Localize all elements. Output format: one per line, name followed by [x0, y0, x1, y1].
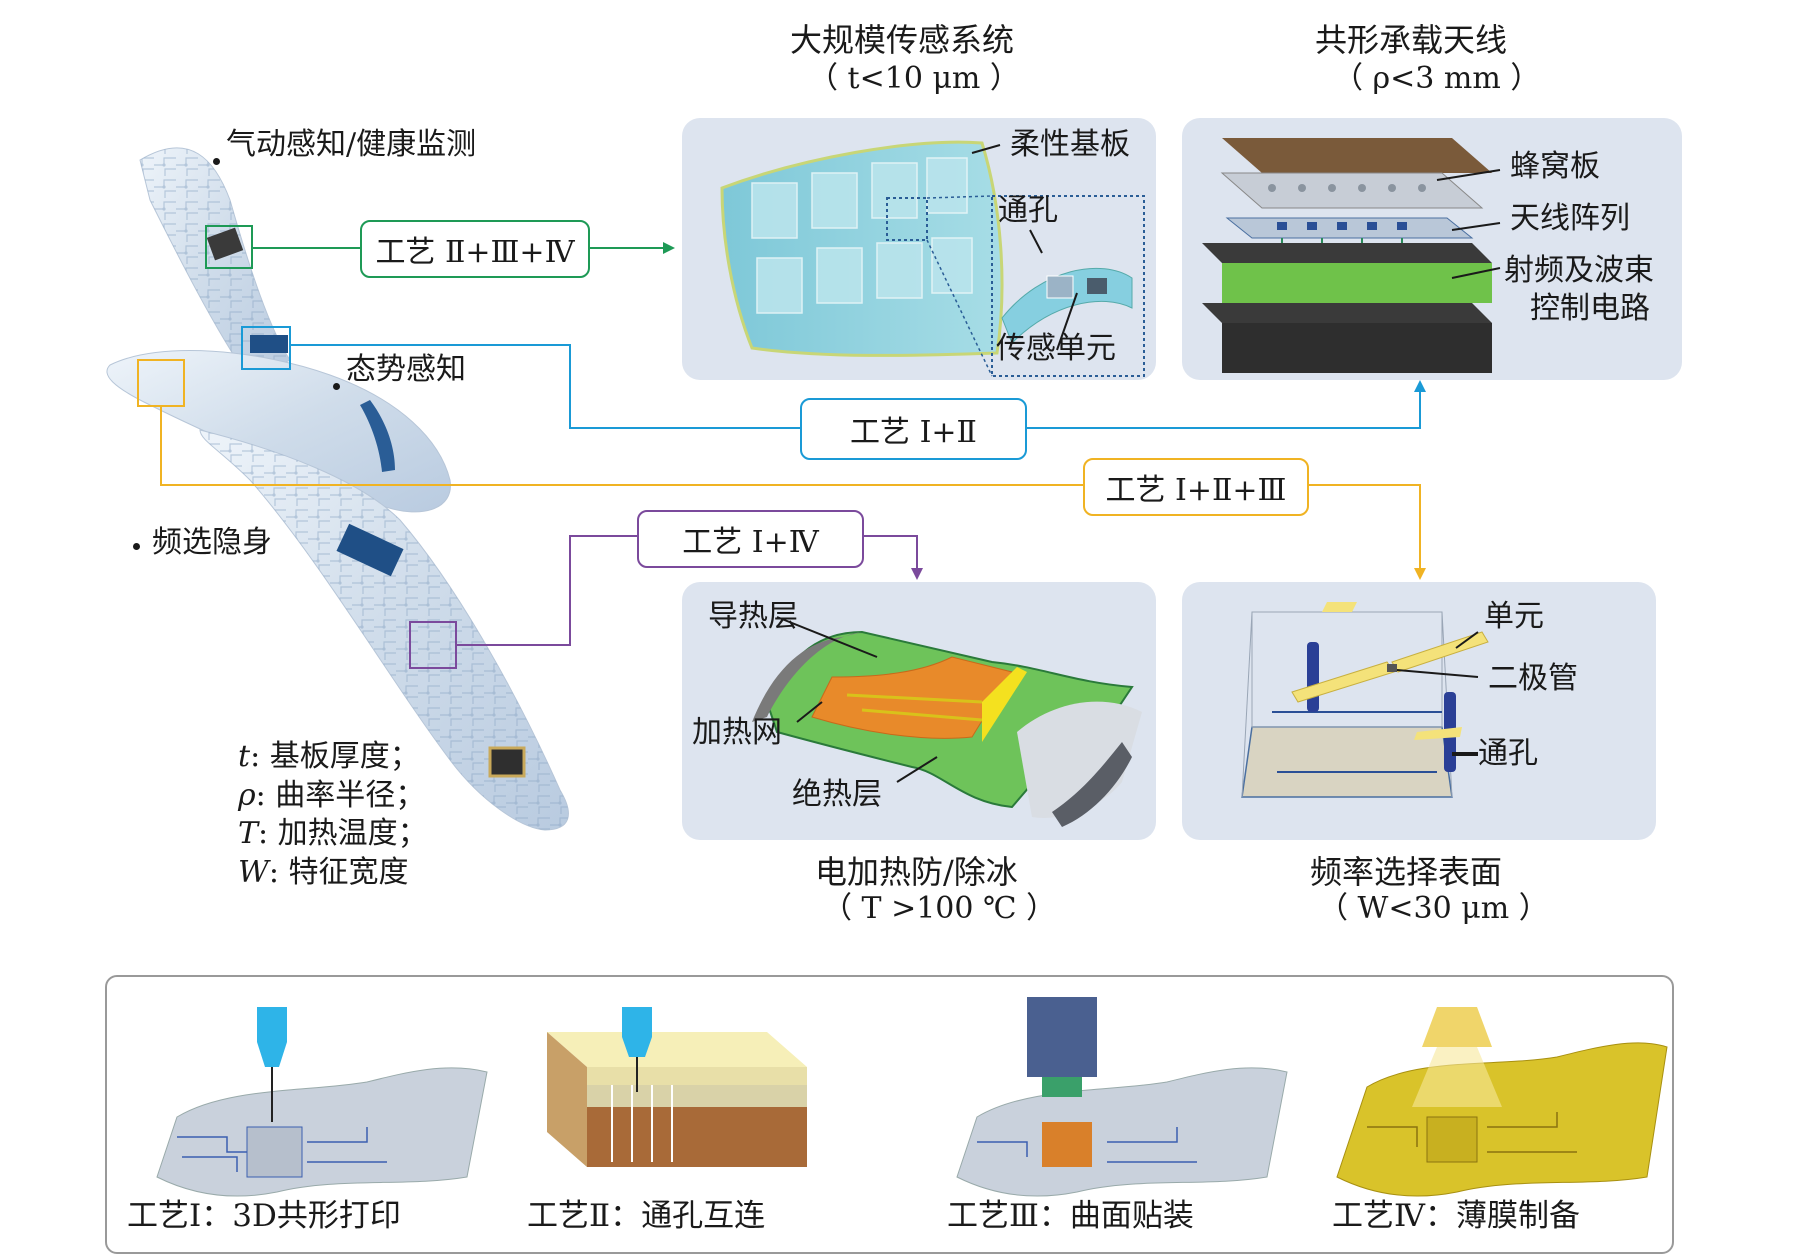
label-insulation-layer: 绝热层 — [792, 777, 882, 812]
label-conduct-layer: 导热层 — [708, 599, 798, 634]
antenna-panel: 蜂窝板 天线阵列 射频及波束 控制电路 — [1182, 118, 1682, 380]
deicing-title: 电加热防/除冰 — [815, 853, 1018, 891]
antenna-illustration — [1202, 138, 1501, 373]
legend-symbol: ρ — [238, 777, 256, 813]
legend-item: ρ: 曲率半径； — [238, 777, 428, 814]
legend: t: 基板厚度； ρ: 曲率半径； T: 加热温度； W: 特征宽度 — [238, 739, 428, 891]
process-1-label: 工艺Ⅰ：3D共形打印 — [127, 1198, 401, 1234]
label-sensing-unit: 传感单元 — [996, 331, 1116, 366]
fss-title: 频率选择表面 — [1310, 853, 1503, 891]
legend-symbol: T — [238, 816, 259, 851]
process-box-234: 工艺 Ⅱ+Ⅲ+Ⅳ — [360, 220, 590, 278]
fss-panel: 单元 二极管 通孔 — [1182, 582, 1656, 840]
fss-illustration — [1241, 602, 1489, 798]
process-4-label: 工艺Ⅳ：薄膜制备 — [1332, 1198, 1580, 1234]
sensing-panel: 柔性基板 通孔 传感单元 — [682, 118, 1156, 380]
process-box-12: 工艺 Ⅰ+Ⅱ — [800, 398, 1027, 460]
process-2-label: 工艺Ⅱ：通孔互连 — [527, 1198, 766, 1234]
bullet-dot — [213, 158, 220, 165]
bullet-dot — [133, 543, 140, 550]
bullet-dot — [333, 383, 340, 390]
process-2-illustration — [547, 1007, 807, 1167]
legend-symbol: t — [238, 739, 251, 774]
wing-illustration — [106, 147, 569, 831]
label-rf-line1: 射频及波束 — [1504, 253, 1654, 288]
process-1-illustration — [156, 1007, 488, 1197]
label-heating-mesh: 加热网 — [692, 715, 782, 750]
label-fss-via: 通孔 — [1478, 736, 1538, 771]
label-sensing-via: 通孔 — [998, 193, 1058, 228]
process-4-illustration — [1336, 1007, 1668, 1197]
antenna-subtitle: （ ρ<3 mm ） — [1333, 61, 1541, 96]
label-flex-substrate: 柔性基板 — [1010, 127, 1130, 162]
process-box-14: 工艺 Ⅰ+Ⅳ — [637, 510, 864, 568]
label-aero-sensing: 气动感知/健康监测 — [226, 127, 477, 162]
legend-text: : 加热温度； — [258, 816, 428, 851]
sensing-subtitle: （ t<10 μm ） — [808, 61, 1020, 96]
process-strip-illustrations — [156, 997, 1668, 1197]
label-diode: 二极管 — [1488, 661, 1578, 696]
legend-item: T: 加热温度； — [238, 816, 428, 852]
sensing-title: 大规模传感系统 — [790, 21, 1015, 59]
label-attitude: 态势感知 — [346, 352, 466, 387]
legend-item: W: 特征宽度 — [238, 854, 428, 891]
label-honeycomb: 蜂窝板 — [1510, 149, 1600, 184]
label-rf-line2: 控制电路 — [1530, 291, 1650, 326]
legend-item: t: 基板厚度； — [238, 739, 428, 775]
label-fss-unit: 单元 — [1484, 599, 1544, 634]
antenna-title: 共形承载天线 — [1315, 21, 1508, 59]
process-box-123: 工艺 Ⅰ+Ⅱ+Ⅲ — [1083, 458, 1309, 516]
sensing-illustration — [720, 140, 1145, 377]
legend-text: : 特征宽度 — [268, 854, 409, 890]
deicing-illustration — [752, 616, 1142, 827]
wing-marker-blue — [241, 326, 291, 370]
legend-text: : 基板厚度； — [250, 739, 420, 774]
process-3-illustration — [956, 997, 1288, 1197]
deicing-subtitle: （ T >100 ℃ ） — [822, 891, 1057, 926]
process-strip: 工艺Ⅰ：3D共形打印 工艺Ⅱ：通孔互连 工艺Ⅲ：曲面贴装 工艺Ⅳ：薄膜制备 — [105, 975, 1674, 1254]
deicing-panel: 导热层 加热网 绝热层 — [682, 582, 1156, 840]
process-3-label: 工艺Ⅲ：曲面贴装 — [947, 1198, 1194, 1234]
fss-subtitle: （ W<30 μm ） — [1318, 891, 1549, 926]
label-stealth: 频选隐身 — [152, 525, 272, 560]
legend-symbol: W — [238, 854, 269, 890]
legend-text: : 曲率半径； — [255, 777, 426, 813]
label-antenna-array: 天线阵列 — [1510, 201, 1630, 236]
